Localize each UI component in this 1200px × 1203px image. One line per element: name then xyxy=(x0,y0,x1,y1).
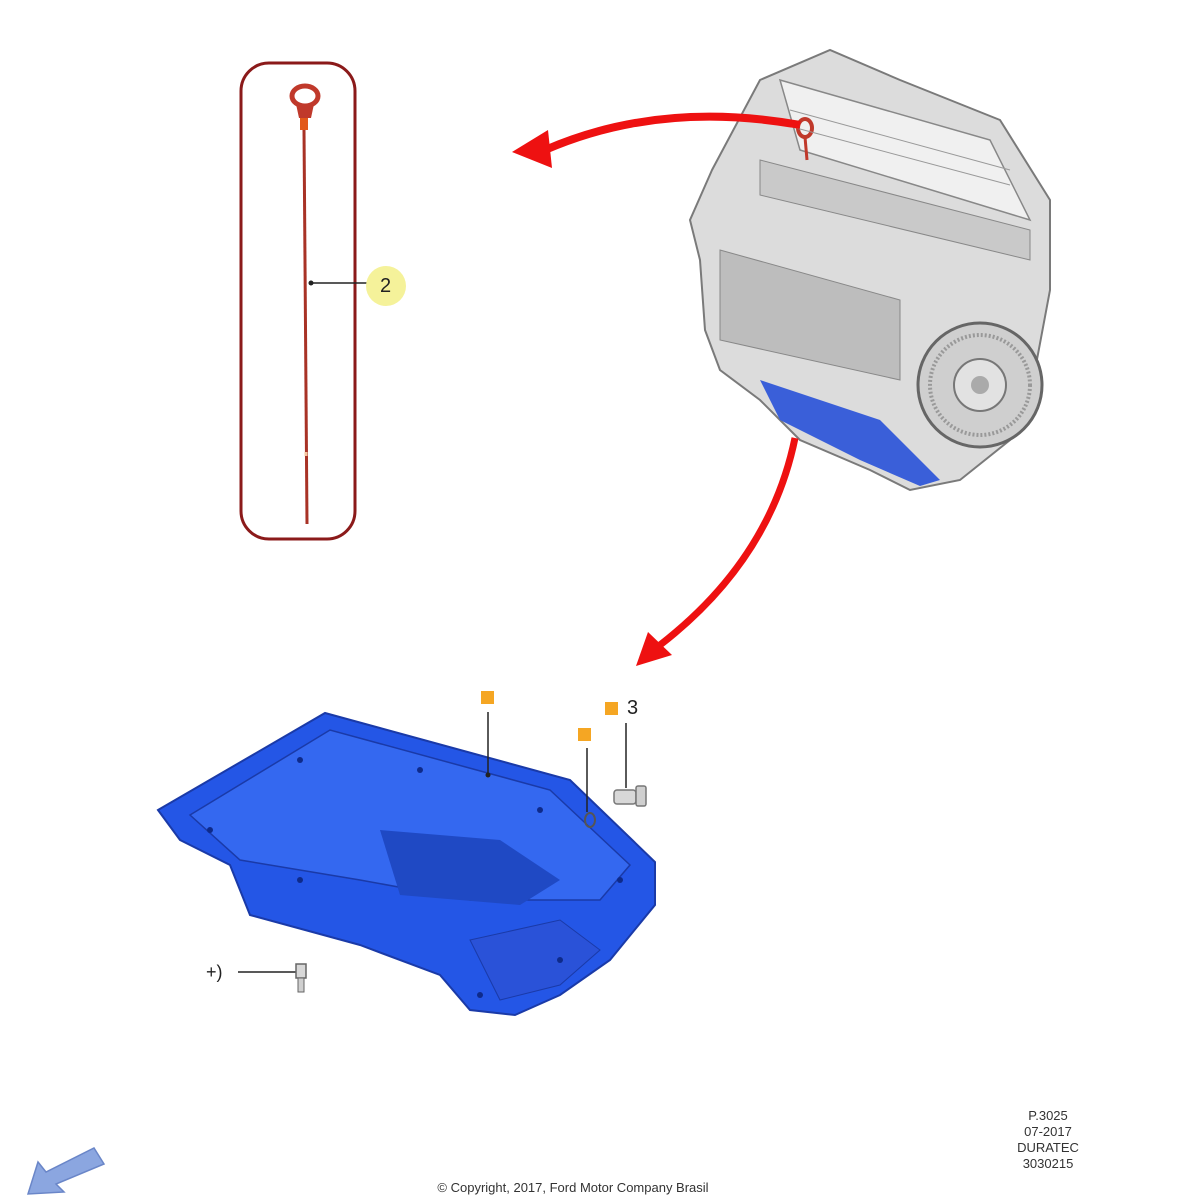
callout-2[interactable]: 2 xyxy=(308,266,407,306)
engine-assembly[interactable] xyxy=(688,48,1051,492)
revision-date: 07-2017 xyxy=(1024,1124,1072,1139)
drain-plug-marker[interactable]: 3 xyxy=(605,697,647,807)
oil-pan[interactable] xyxy=(156,711,656,1017)
diagram-metadata: P.3025 07-2017 DURATEC 3030215 xyxy=(988,1108,1108,1172)
oil-pan-bolt[interactable] xyxy=(295,963,307,993)
oil-pan-bolt-callout[interactable]: +) xyxy=(206,962,307,993)
copyright-notice: © Copyright, 2017, Ford Motor Company Br… xyxy=(437,1180,709,1195)
part-code: 3030215 xyxy=(1022,1156,1074,1171)
callout-number-3: 3 xyxy=(627,697,638,719)
bolt-mark: +) xyxy=(206,962,223,982)
dipstick[interactable] xyxy=(289,83,321,525)
arrow-to-oil-pan xyxy=(636,437,799,666)
oil-pan-marker[interactable] xyxy=(481,691,494,778)
page-ref: P.3025 xyxy=(1028,1108,1068,1123)
back-arrow-icon xyxy=(26,1147,106,1195)
callout-number-2: 2 xyxy=(380,275,391,297)
arrow-to-dipstick xyxy=(512,112,801,168)
drain-plug[interactable] xyxy=(613,785,647,807)
dipstick-highlight-frame xyxy=(239,61,357,541)
gasket-marker[interactable] xyxy=(578,728,596,828)
back-navigation-button[interactable] xyxy=(24,1140,108,1198)
engine-name: DURATEC xyxy=(1017,1140,1079,1155)
